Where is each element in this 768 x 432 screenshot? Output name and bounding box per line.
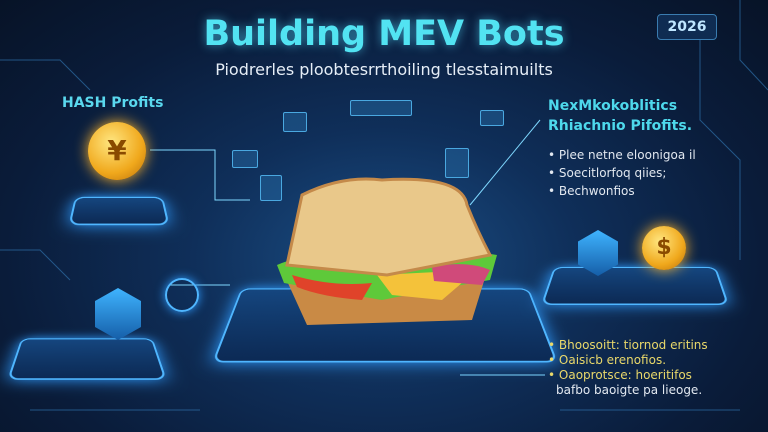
gold-coin-icon: ¥ bbox=[88, 122, 146, 180]
right-heading-line1: NexMkokoblitics bbox=[548, 98, 678, 114]
year-badge: 2026 bbox=[657, 14, 717, 40]
right-bottom-bullet: • Bhoosoitt: tiornod eritins bbox=[548, 338, 708, 352]
floating-panel bbox=[480, 110, 504, 126]
right-heading-line2: Rhiachnio Pifofits. bbox=[548, 118, 693, 134]
coin-platform bbox=[68, 196, 170, 226]
floating-panel bbox=[350, 100, 412, 116]
shield-platform bbox=[7, 338, 167, 380]
right-bottom-bullet: • Oaoprotsce: hoeritifos bbox=[548, 368, 692, 382]
bullet-text: Bhoosoitt: tiornod eritins bbox=[558, 338, 708, 352]
right-bullet: • Plee netne eloonigoa il bbox=[548, 148, 696, 162]
bullet-text: Plee netne eloonigoa il bbox=[558, 148, 696, 162]
right-bullet: • Soecitlorfoq qiies; bbox=[548, 166, 667, 180]
floating-panel bbox=[260, 175, 282, 201]
hash-profits-label: HASH Profits bbox=[62, 95, 164, 111]
dollar-coin-icon: $ bbox=[642, 226, 686, 270]
shield-icon bbox=[578, 230, 618, 276]
right-bullet: • Bechwonfios bbox=[548, 184, 635, 198]
floating-panel bbox=[445, 148, 469, 178]
page-title: Building MEV Bots bbox=[203, 14, 565, 54]
sandwich-icon bbox=[277, 177, 497, 325]
bullet-text: Oaisicb erenofios. bbox=[558, 353, 667, 367]
right-bottom-bullet: • Oaisicb erenofios. bbox=[548, 353, 667, 367]
floating-panel bbox=[283, 112, 307, 132]
right-bottom-tail: bafbo baoigte pa lieoge. bbox=[556, 383, 703, 397]
floating-panel bbox=[232, 150, 258, 168]
page-subtitle: Piodrerles ploobtesrrthoiling tlesstaimu… bbox=[215, 60, 553, 79]
node-circle-icon bbox=[165, 278, 199, 312]
bullet-text: Soecitlorfoq qiies; bbox=[558, 166, 667, 180]
right-platform bbox=[540, 266, 730, 306]
bullet-text: Oaoprotsce: hoeritifos bbox=[558, 368, 692, 382]
bullet-text: Bechwonfios bbox=[558, 184, 635, 198]
